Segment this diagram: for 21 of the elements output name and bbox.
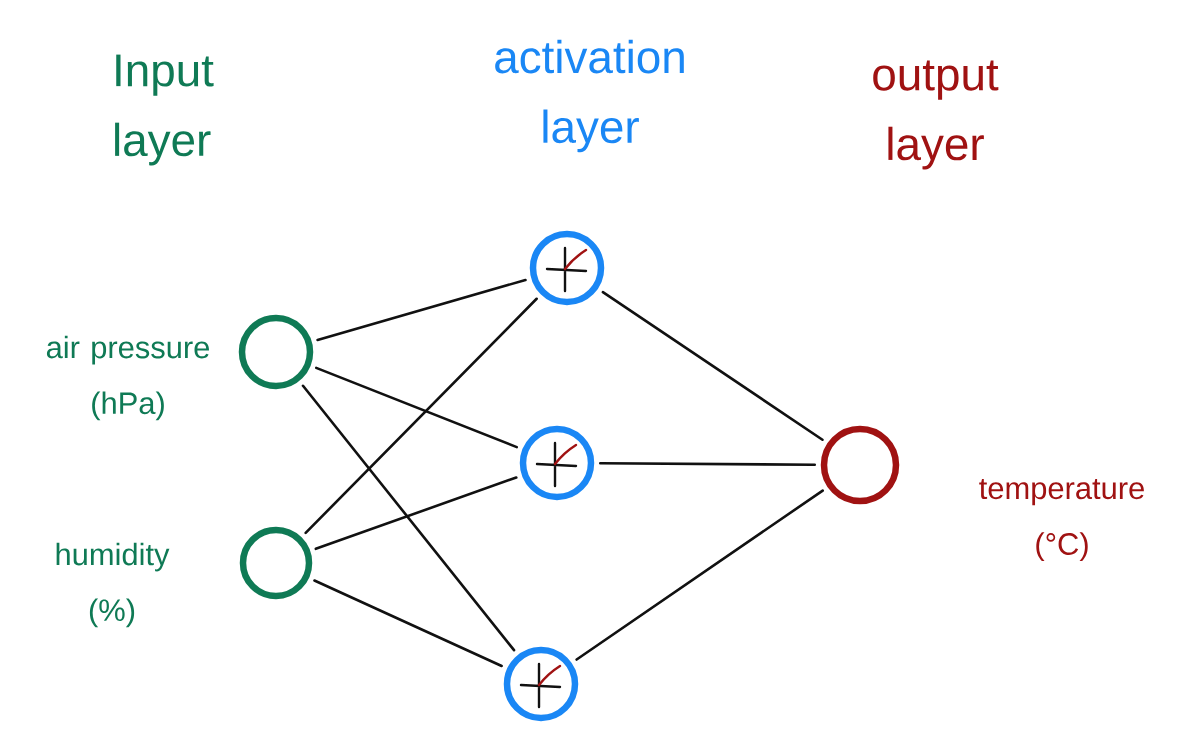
neuron-circle [238, 314, 314, 390]
connection-line [314, 476, 518, 551]
neuron-circle [239, 526, 313, 600]
variable-label: temperature (°C) [979, 478, 1144, 562]
layer-heading: Input layer [115, 54, 214, 166]
variable-label: humidity (%) [56, 542, 170, 628]
neuron-circle [820, 425, 900, 505]
connection-line [316, 278, 527, 342]
connection-line [314, 366, 519, 449]
neuron-circle [519, 425, 595, 501]
connection-line [601, 290, 824, 442]
neuron-circle [529, 230, 605, 306]
variable-label: air pressure (hPa) [46, 335, 209, 421]
layer-heading: output layer [873, 60, 999, 170]
connection-line [304, 297, 538, 535]
connection-line [313, 579, 503, 668]
connection-line [301, 384, 516, 652]
connection-line [598, 461, 817, 466]
layer-heading: activation layer [495, 39, 684, 153]
connection-line [575, 489, 824, 661]
neuron-circle [503, 646, 579, 722]
